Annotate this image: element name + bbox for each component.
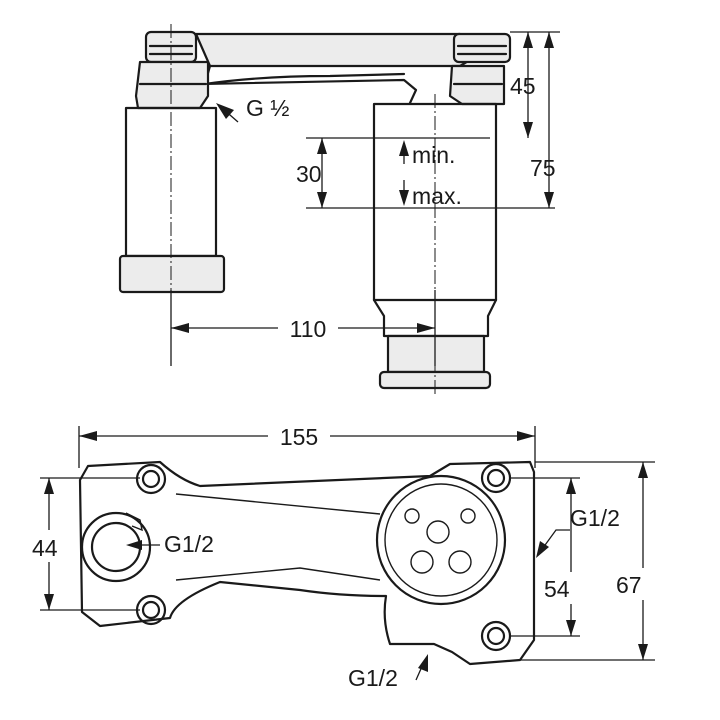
arrow-30-top (317, 138, 327, 154)
dim-67-label: 67 (616, 572, 642, 598)
arm-lower-web (198, 64, 418, 105)
arrow-44-top (44, 478, 54, 494)
hole-bottom-left-inner (141, 600, 161, 620)
valve-outer (375, 474, 507, 606)
g-right-arrow (536, 541, 549, 558)
arrow-44-bottom (44, 594, 54, 610)
valve-port-4 (410, 550, 434, 574)
arrow-54-bottom (566, 620, 576, 636)
arrow-155-left (79, 431, 97, 441)
arrow-45-bottom (523, 122, 533, 138)
hole-top-right (480, 462, 512, 494)
g-bottom-label: G1/2 (348, 665, 398, 691)
dim-54-label: 54 (544, 576, 570, 602)
valve-port-1 (404, 508, 420, 524)
g-bottom-arrow (418, 654, 428, 672)
arrow-75-bottom (544, 192, 554, 208)
arrow-45-top (523, 32, 533, 48)
plan-view: 155 44 G1/2 (32, 424, 655, 691)
right-cap-detail (456, 44, 508, 56)
side-view: 110 G ½ 30 min. max. 45 75 (118, 24, 560, 395)
dim-30-label: 30 (296, 161, 322, 187)
valve-port-5 (448, 550, 472, 574)
left-port-outer (80, 511, 152, 583)
top-arm (194, 32, 472, 68)
hole-top-left (135, 463, 167, 495)
arrow-110-left (171, 323, 189, 333)
max-label: max. (412, 183, 462, 209)
g-half-label: G ½ (246, 95, 289, 121)
dim-45-label: 45 (510, 73, 536, 99)
g-half-arrow (216, 103, 234, 119)
valve-rim (384, 483, 498, 597)
left-nut (118, 254, 226, 294)
arrow-75-top (544, 32, 554, 48)
min-arrow (399, 140, 409, 156)
arrow-110-right (417, 323, 435, 333)
max-arrow (399, 190, 409, 206)
arrow-67-bottom (638, 644, 648, 660)
right-spout (386, 334, 486, 374)
left-port-slot (125, 512, 143, 532)
g-left-label: G1/2 (164, 531, 214, 557)
dim-44-label: 44 (32, 535, 58, 561)
g-right-label: G1/2 (570, 505, 620, 531)
plate-inner-edge (175, 493, 381, 581)
dim-75-label: 75 (530, 155, 556, 181)
valve-port-3 (426, 520, 450, 544)
g-left-arrow (126, 540, 142, 550)
mount-plate-outline (78, 460, 536, 666)
arm-underside (203, 72, 406, 86)
arrow-54-top (566, 478, 576, 494)
valve-port-2 (460, 508, 476, 524)
arrow-67-top (638, 462, 648, 478)
hole-top-left-inner (141, 469, 161, 489)
arrow-155-right (517, 431, 535, 441)
hole-bottom-right (480, 620, 512, 652)
hole-bottom-right-inner (486, 626, 506, 646)
dim-110-label: 110 (290, 316, 327, 342)
min-label: min. (412, 142, 455, 168)
hole-top-right-inner (486, 468, 506, 488)
arrow-30-bottom (317, 192, 327, 208)
right-cap (452, 32, 512, 64)
dim-155-label: 155 (280, 424, 318, 450)
